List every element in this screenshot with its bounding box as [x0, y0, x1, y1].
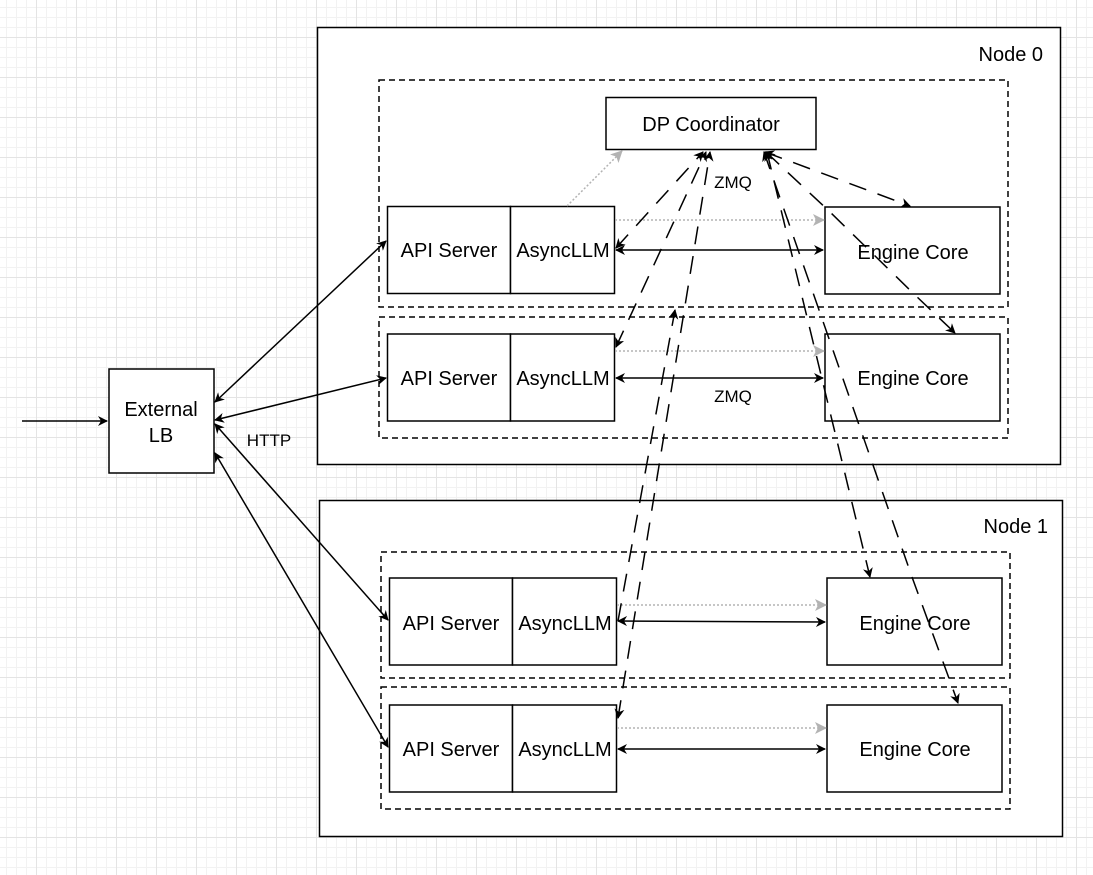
engine-core: Engine Core: [857, 368, 968, 390]
svg-text:External: External: [124, 399, 197, 421]
engine-core: Engine Core: [859, 739, 970, 761]
solid-arrows: [22, 240, 826, 754]
node-1-label: Node 1: [984, 516, 1049, 538]
dp-coordinator: DP Coordinator: [605, 96, 817, 151]
engine-core: Engine Core: [857, 242, 968, 264]
async-llm: AsyncLLM: [518, 739, 611, 761]
engine-core: Engine Core: [859, 613, 970, 635]
gray-dotted-arrows: [566, 150, 827, 734]
svg-text:LB: LB: [149, 425, 173, 447]
api-server: API Server: [401, 240, 498, 262]
async-llm: AsyncLLM: [516, 368, 609, 390]
http-label: HTTP: [247, 431, 291, 450]
external-lb: External LB: [108, 368, 215, 474]
row-3: API Server AsyncLLM Engine Core: [388, 704, 1003, 793]
svg-text:DP Coordinator: DP Coordinator: [642, 114, 780, 136]
async-llm: AsyncLLM: [518, 613, 611, 635]
api-server: API Server: [403, 613, 500, 635]
zmq-label-middle: ZMQ: [714, 387, 752, 406]
node-0-label: Node 0: [979, 44, 1044, 66]
zmq-dashed-arrows: [614, 150, 960, 719]
zmq-label-top: ZMQ: [714, 173, 752, 192]
api-server: API Server: [403, 739, 500, 761]
api-server: API Server: [401, 368, 498, 390]
async-llm: AsyncLLM: [516, 240, 609, 262]
